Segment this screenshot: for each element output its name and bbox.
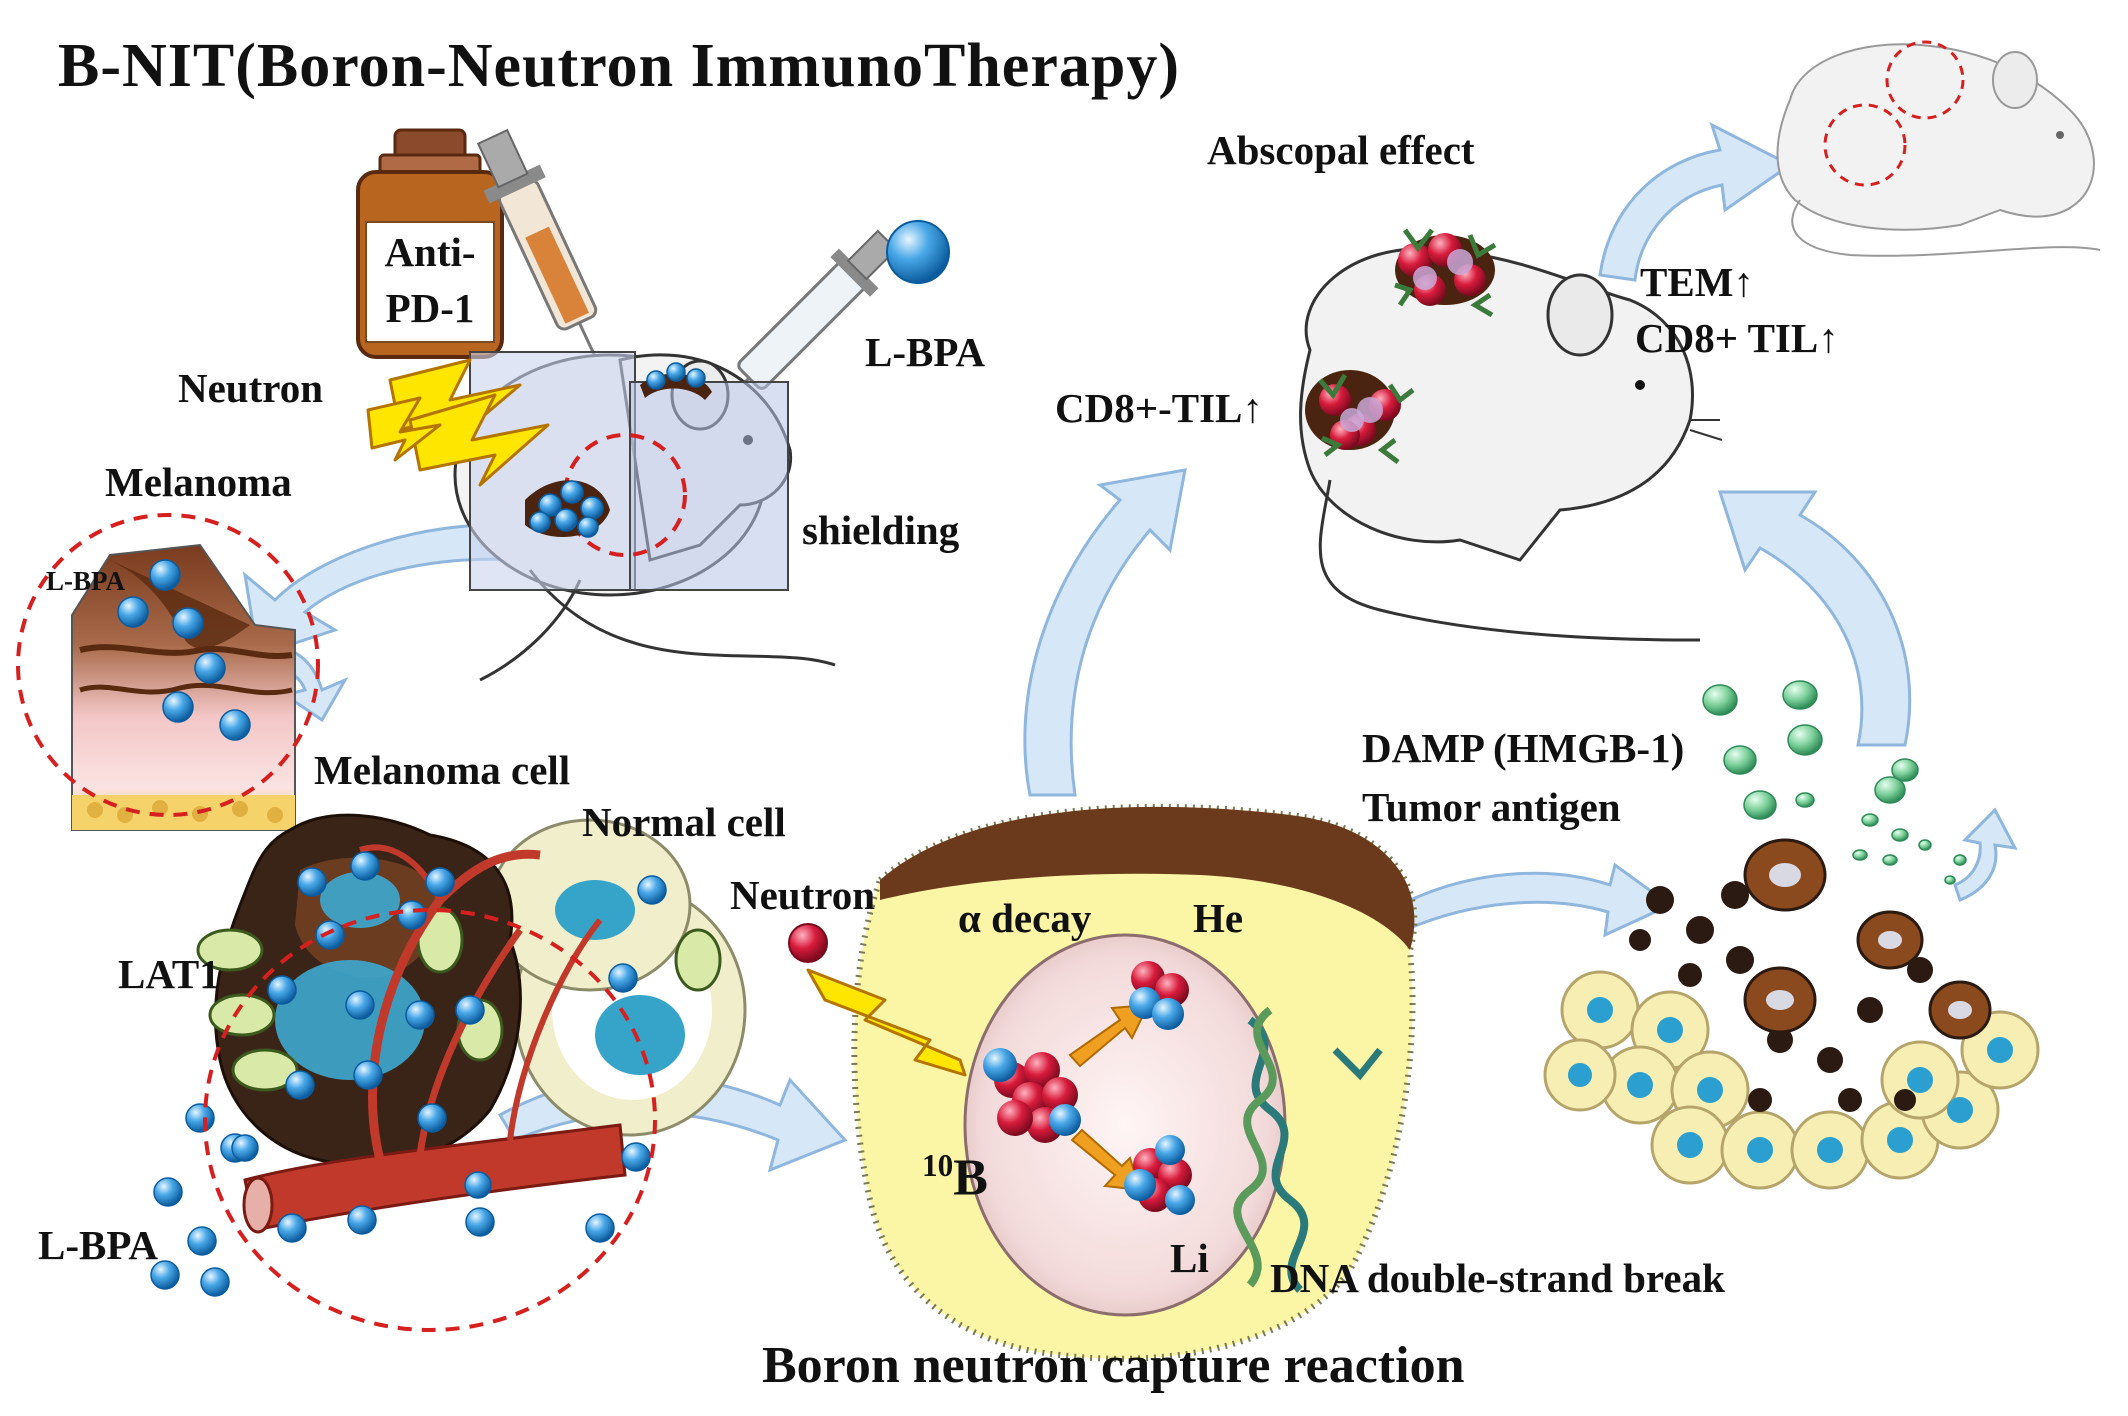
neutron-particle <box>788 923 828 963</box>
lbpa-molecule-icon <box>886 220 950 284</box>
arrow-reaction-to-debris <box>1398 862 1673 938</box>
responding-mouse <box>1299 228 1723 642</box>
arrow-antigen-to-mouse <box>1717 490 1912 747</box>
page-title: B-NIT(Boron-Neutron ImmunoTherapy) <box>58 32 1180 100</box>
dna-break-label: DNA double-strand break <box>1270 1255 1725 1301</box>
lithium-nucleus <box>1124 1135 1195 1215</box>
boron-symbol: B <box>953 1149 988 1207</box>
helium-nucleus <box>1129 961 1189 1030</box>
neutron-label-top: Neutron <box>178 365 324 411</box>
lbpa-label-bottom: L-BPA <box>38 1222 158 1268</box>
damp-antigen-particles <box>1702 680 1967 885</box>
neutron-beam-bolts <box>366 358 550 487</box>
arrow-reaction-to-mouse <box>1023 468 1187 797</box>
arrow-debris-out <box>1953 807 2018 902</box>
syringe-right <box>698 229 898 429</box>
arrow-mouse-to-mouse <box>1598 122 1793 282</box>
treated-mouse <box>453 351 836 682</box>
footer-caption: Boron neutron capture reaction <box>762 1337 1465 1394</box>
damp-label: DAMP (HMGB-1) <box>1362 725 1685 771</box>
anti-pd1-label-line1: Anti- <box>384 229 476 275</box>
distant-mouse <box>1776 40 2101 257</box>
cd8-til-left-label: CD8+-TIL↑ <box>1055 385 1263 431</box>
tem-label: TEM↑ <box>1640 259 1754 305</box>
tumor-antigen-label: Tumor antigen <box>1362 784 1621 830</box>
cd8-til-right-label: CD8+ TIL↑ <box>1635 315 1839 361</box>
anti-pd1-label-line2: PD-1 <box>385 285 475 331</box>
cell-cluster <box>150 813 747 1332</box>
normal-cell-label: Normal cell <box>582 799 786 845</box>
bncr-cell <box>851 803 1418 1362</box>
neutron-label-mid: Neutron <box>730 872 876 918</box>
boron-mass-number: 10 <box>922 1148 954 1183</box>
anti-pd1-vial <box>356 128 504 359</box>
abscopal-effect-label: Abscopal effect <box>1207 127 1475 173</box>
dying-tumor-cells <box>1629 838 1992 1112</box>
lithium-label: Li <box>1170 1235 1209 1281</box>
helium-label: He <box>1193 895 1244 941</box>
lbpa-label-top: L-BPA <box>865 329 985 375</box>
shielding-label: shielding <box>802 507 960 553</box>
lbpa-label-small: L-BPA <box>46 566 125 596</box>
lat1-label: LAT1 <box>118 951 220 997</box>
normal-cells-bed <box>1543 970 2040 1190</box>
melanoma-cell-label: Melanoma cell <box>314 747 571 793</box>
neutron-bolt <box>806 968 967 1077</box>
decay-arrows <box>1068 1003 1150 1192</box>
boron-10-nucleus <box>983 1048 1081 1143</box>
melanoma-skin-section <box>16 513 320 831</box>
syringe-left <box>476 128 611 387</box>
alpha-decay-label: α decay <box>958 895 1092 941</box>
melanoma-label: Melanoma <box>105 459 292 505</box>
boron-10-label: 10B <box>922 1150 988 1204</box>
